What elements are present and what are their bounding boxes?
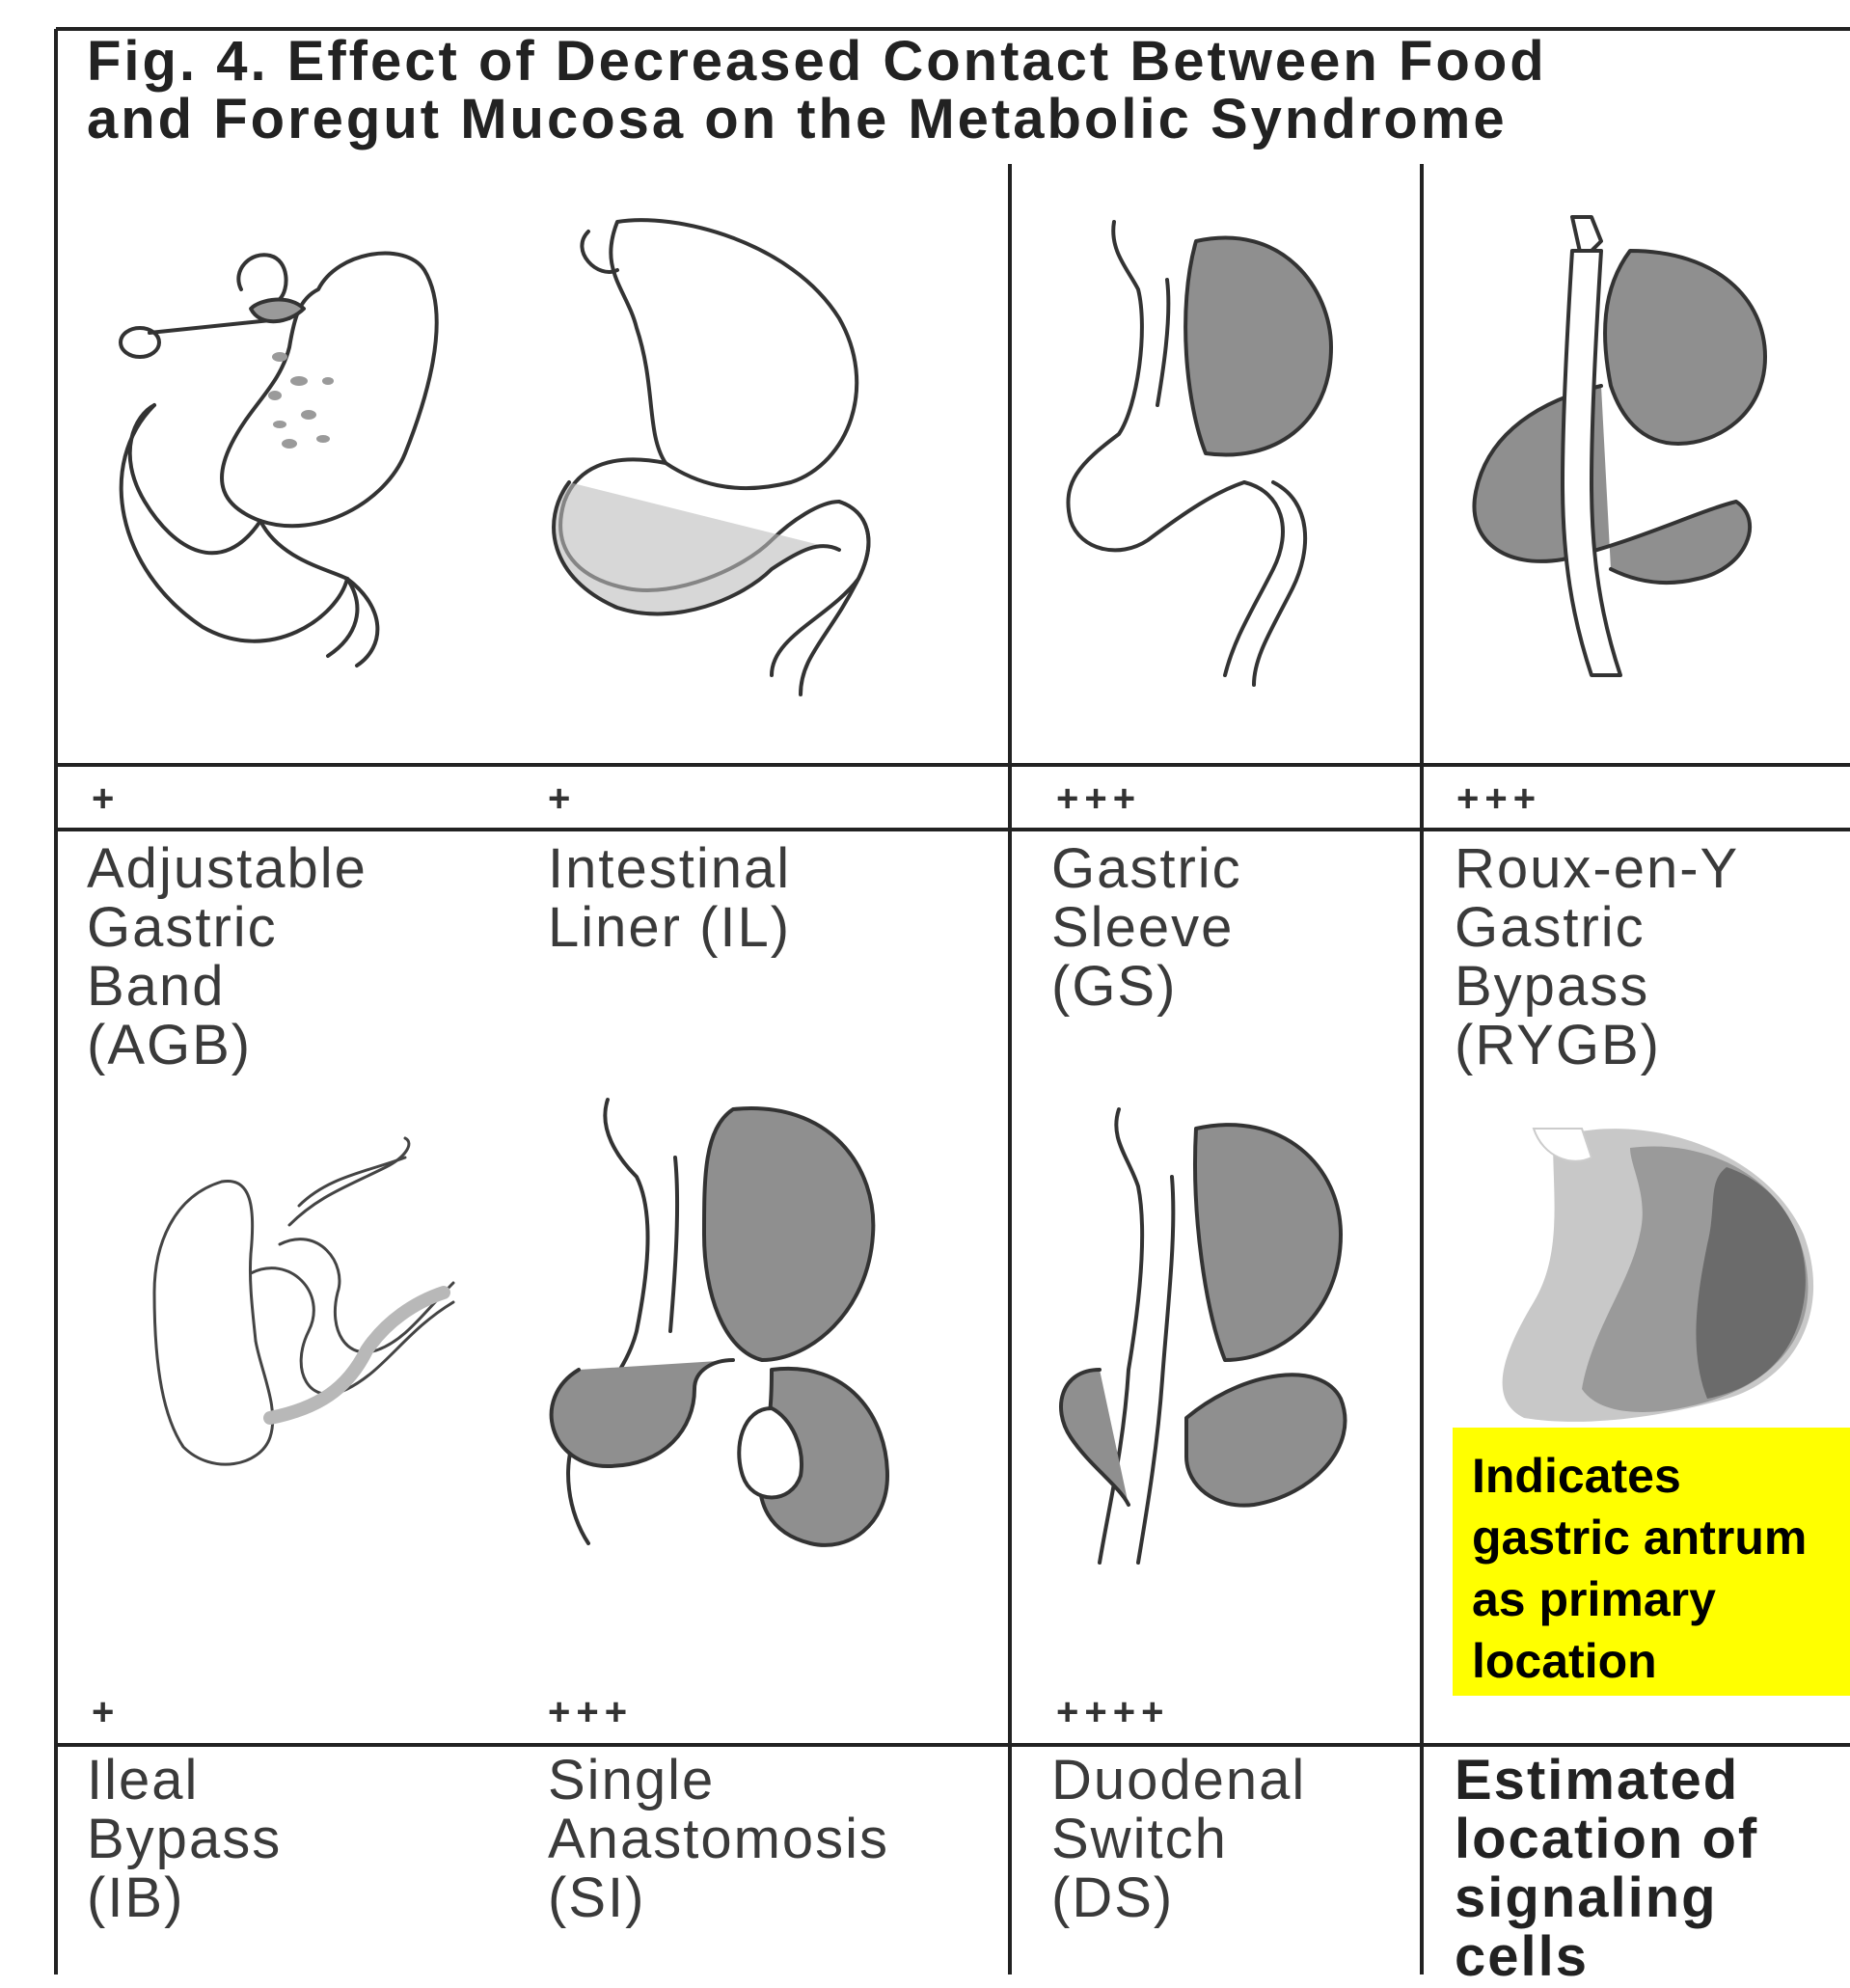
- label-line: Duodenal: [1051, 1751, 1306, 1810]
- label-line: cells: [1455, 1927, 1758, 1986]
- ib-illustration: [154, 1138, 453, 1464]
- rating-gs: +++: [1056, 779, 1141, 818]
- label-ds: Duodenal Switch (DS): [1051, 1751, 1306, 1927]
- label-line: location of: [1455, 1810, 1758, 1868]
- label-line: (SI): [548, 1868, 889, 1927]
- callout-line: as primary: [1472, 1568, 1850, 1630]
- rating-ib: +: [92, 1693, 120, 1731]
- label-line: Ileal: [87, 1751, 282, 1810]
- label-agb: Adjustable Gastric Band (AGB): [87, 839, 367, 1075]
- label-line: signaling: [1455, 1868, 1758, 1927]
- antrum-callout: Indicates gastric antrum as primary loca…: [1453, 1428, 1850, 1696]
- callout-line: gastric antrum: [1472, 1507, 1850, 1568]
- label-signaling-cells: Estimated location of signaling cells: [1455, 1751, 1758, 1986]
- label-line: Roux-en-Y: [1455, 839, 1739, 898]
- callout-line: Indicates: [1472, 1445, 1850, 1507]
- callout-line: location: [1472, 1630, 1850, 1692]
- label-line: Single: [548, 1751, 889, 1810]
- label-line: (GS): [1051, 957, 1242, 1016]
- label-line: Gastric: [87, 898, 367, 957]
- label-line: (DS): [1051, 1868, 1306, 1927]
- label-si: Single Anastomosis (SI): [548, 1751, 889, 1927]
- rating-il: +: [548, 779, 576, 818]
- label-line: Anastomosis: [548, 1810, 889, 1868]
- label-line: Band: [87, 957, 367, 1016]
- label-line: Sleeve: [1051, 898, 1242, 957]
- label-line: Switch: [1051, 1810, 1306, 1868]
- label-line: Liner (IL): [548, 898, 791, 957]
- ds-illustration: [1061, 1109, 1345, 1563]
- figure-title-line-2: and Foregut Mucosa on the Metabolic Synd…: [87, 92, 1508, 148]
- rating-agb: +: [92, 779, 120, 818]
- label-line: Estimated: [1455, 1751, 1758, 1810]
- il-illustration: [554, 220, 868, 694]
- label-gs: Gastric Sleeve (GS): [1051, 839, 1242, 1016]
- label-line: Bypass: [1455, 957, 1739, 1016]
- rygb-illustration: [1474, 217, 1765, 675]
- label-line: Gastric: [1051, 839, 1242, 898]
- si-illustration: [552, 1100, 887, 1545]
- label-line: (IB): [87, 1868, 282, 1927]
- label-line: (RYGB): [1455, 1016, 1739, 1075]
- rating-ds: ++++: [1056, 1693, 1169, 1731]
- rating-si: +++: [548, 1693, 633, 1731]
- rating-rygb: +++: [1456, 779, 1541, 818]
- label-rygb: Roux-en-Y Gastric Bypass (RYGB): [1455, 839, 1739, 1075]
- label-line: (AGB): [87, 1016, 367, 1075]
- label-il: Intestinal Liner (IL): [548, 839, 791, 957]
- gs-illustration: [1068, 222, 1331, 685]
- signaling-illustration: [1503, 1129, 1813, 1422]
- figure-title-line-1: Fig. 4. Effect of Decreased Contact Betw…: [87, 34, 1547, 90]
- label-line: Bypass: [87, 1810, 282, 1868]
- label-line: Gastric: [1455, 898, 1739, 957]
- label-line: Adjustable: [87, 839, 367, 898]
- label-ib: Ileal Bypass (IB): [87, 1751, 282, 1927]
- label-line: Intestinal: [548, 839, 791, 898]
- agb-illustration: [121, 254, 437, 666]
